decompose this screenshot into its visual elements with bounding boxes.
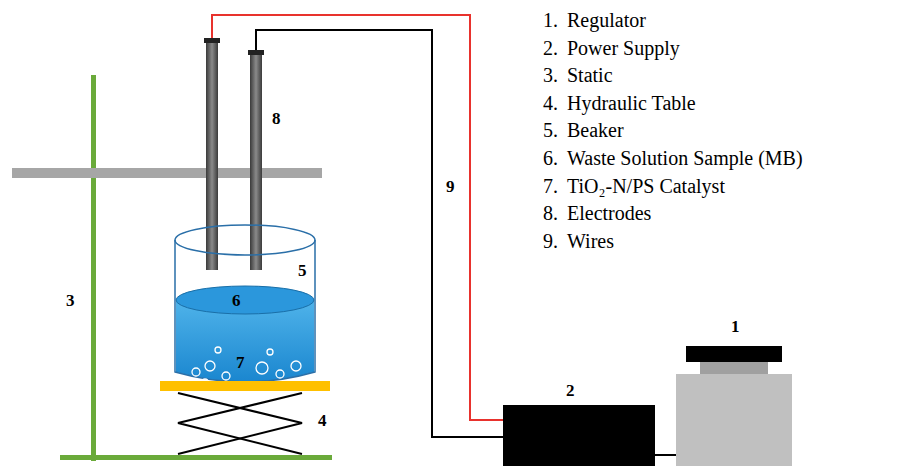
electrode	[250, 52, 262, 270]
list-number: 7.	[528, 176, 558, 196]
callout-number: 3	[66, 292, 75, 309]
callout-number: 8	[272, 110, 281, 127]
list-item: Regulator	[567, 10, 646, 30]
list-number: 5.	[528, 120, 558, 140]
list-item: Power Supply	[567, 38, 680, 58]
list-number: 6.	[528, 148, 558, 168]
catalyst-bubbles	[192, 347, 301, 385]
list-item: Waste Solution Sample (MB)	[567, 148, 803, 168]
scissor-lift	[178, 393, 302, 454]
clamp-bar	[12, 168, 322, 178]
list-item: Hydraulic Table	[567, 93, 696, 113]
list-item: Electrodes	[567, 203, 651, 223]
list-number: 9.	[528, 231, 558, 251]
list-number: 4.	[528, 93, 558, 113]
list-item: Beaker	[567, 120, 624, 140]
electrode	[206, 40, 218, 270]
list-number: 2.	[528, 38, 558, 58]
beaker-rim	[175, 225, 315, 255]
callout-number: 1	[731, 318, 740, 335]
list-number: 8.	[528, 203, 558, 223]
list-item: TiO₂-N/PS Catalyst	[567, 176, 725, 196]
callout-number: 2	[566, 382, 575, 399]
callout-number: 6	[232, 292, 241, 309]
callout-number: 4	[318, 412, 327, 429]
list-number: 3.	[528, 65, 558, 85]
list-item: Wires	[567, 231, 614, 251]
callout-number: 5	[298, 262, 307, 279]
list-number: 1.	[528, 10, 558, 30]
electrode-cap	[248, 50, 264, 55]
power-supply	[503, 405, 655, 466]
electrode-cap	[204, 38, 220, 43]
regulator-neck	[700, 362, 768, 374]
stand-base	[60, 455, 332, 460]
table-plate	[160, 381, 330, 391]
regulator-body	[676, 374, 792, 466]
callout-number: 7	[236, 354, 245, 371]
supply-cable	[655, 454, 676, 456]
list-item: Static	[567, 65, 613, 85]
stand-pole	[91, 75, 96, 461]
regulator-top	[686, 346, 782, 362]
callout-number: 9	[446, 178, 455, 195]
liquid-surface	[176, 286, 314, 314]
beaker-wall	[175, 240, 315, 382]
